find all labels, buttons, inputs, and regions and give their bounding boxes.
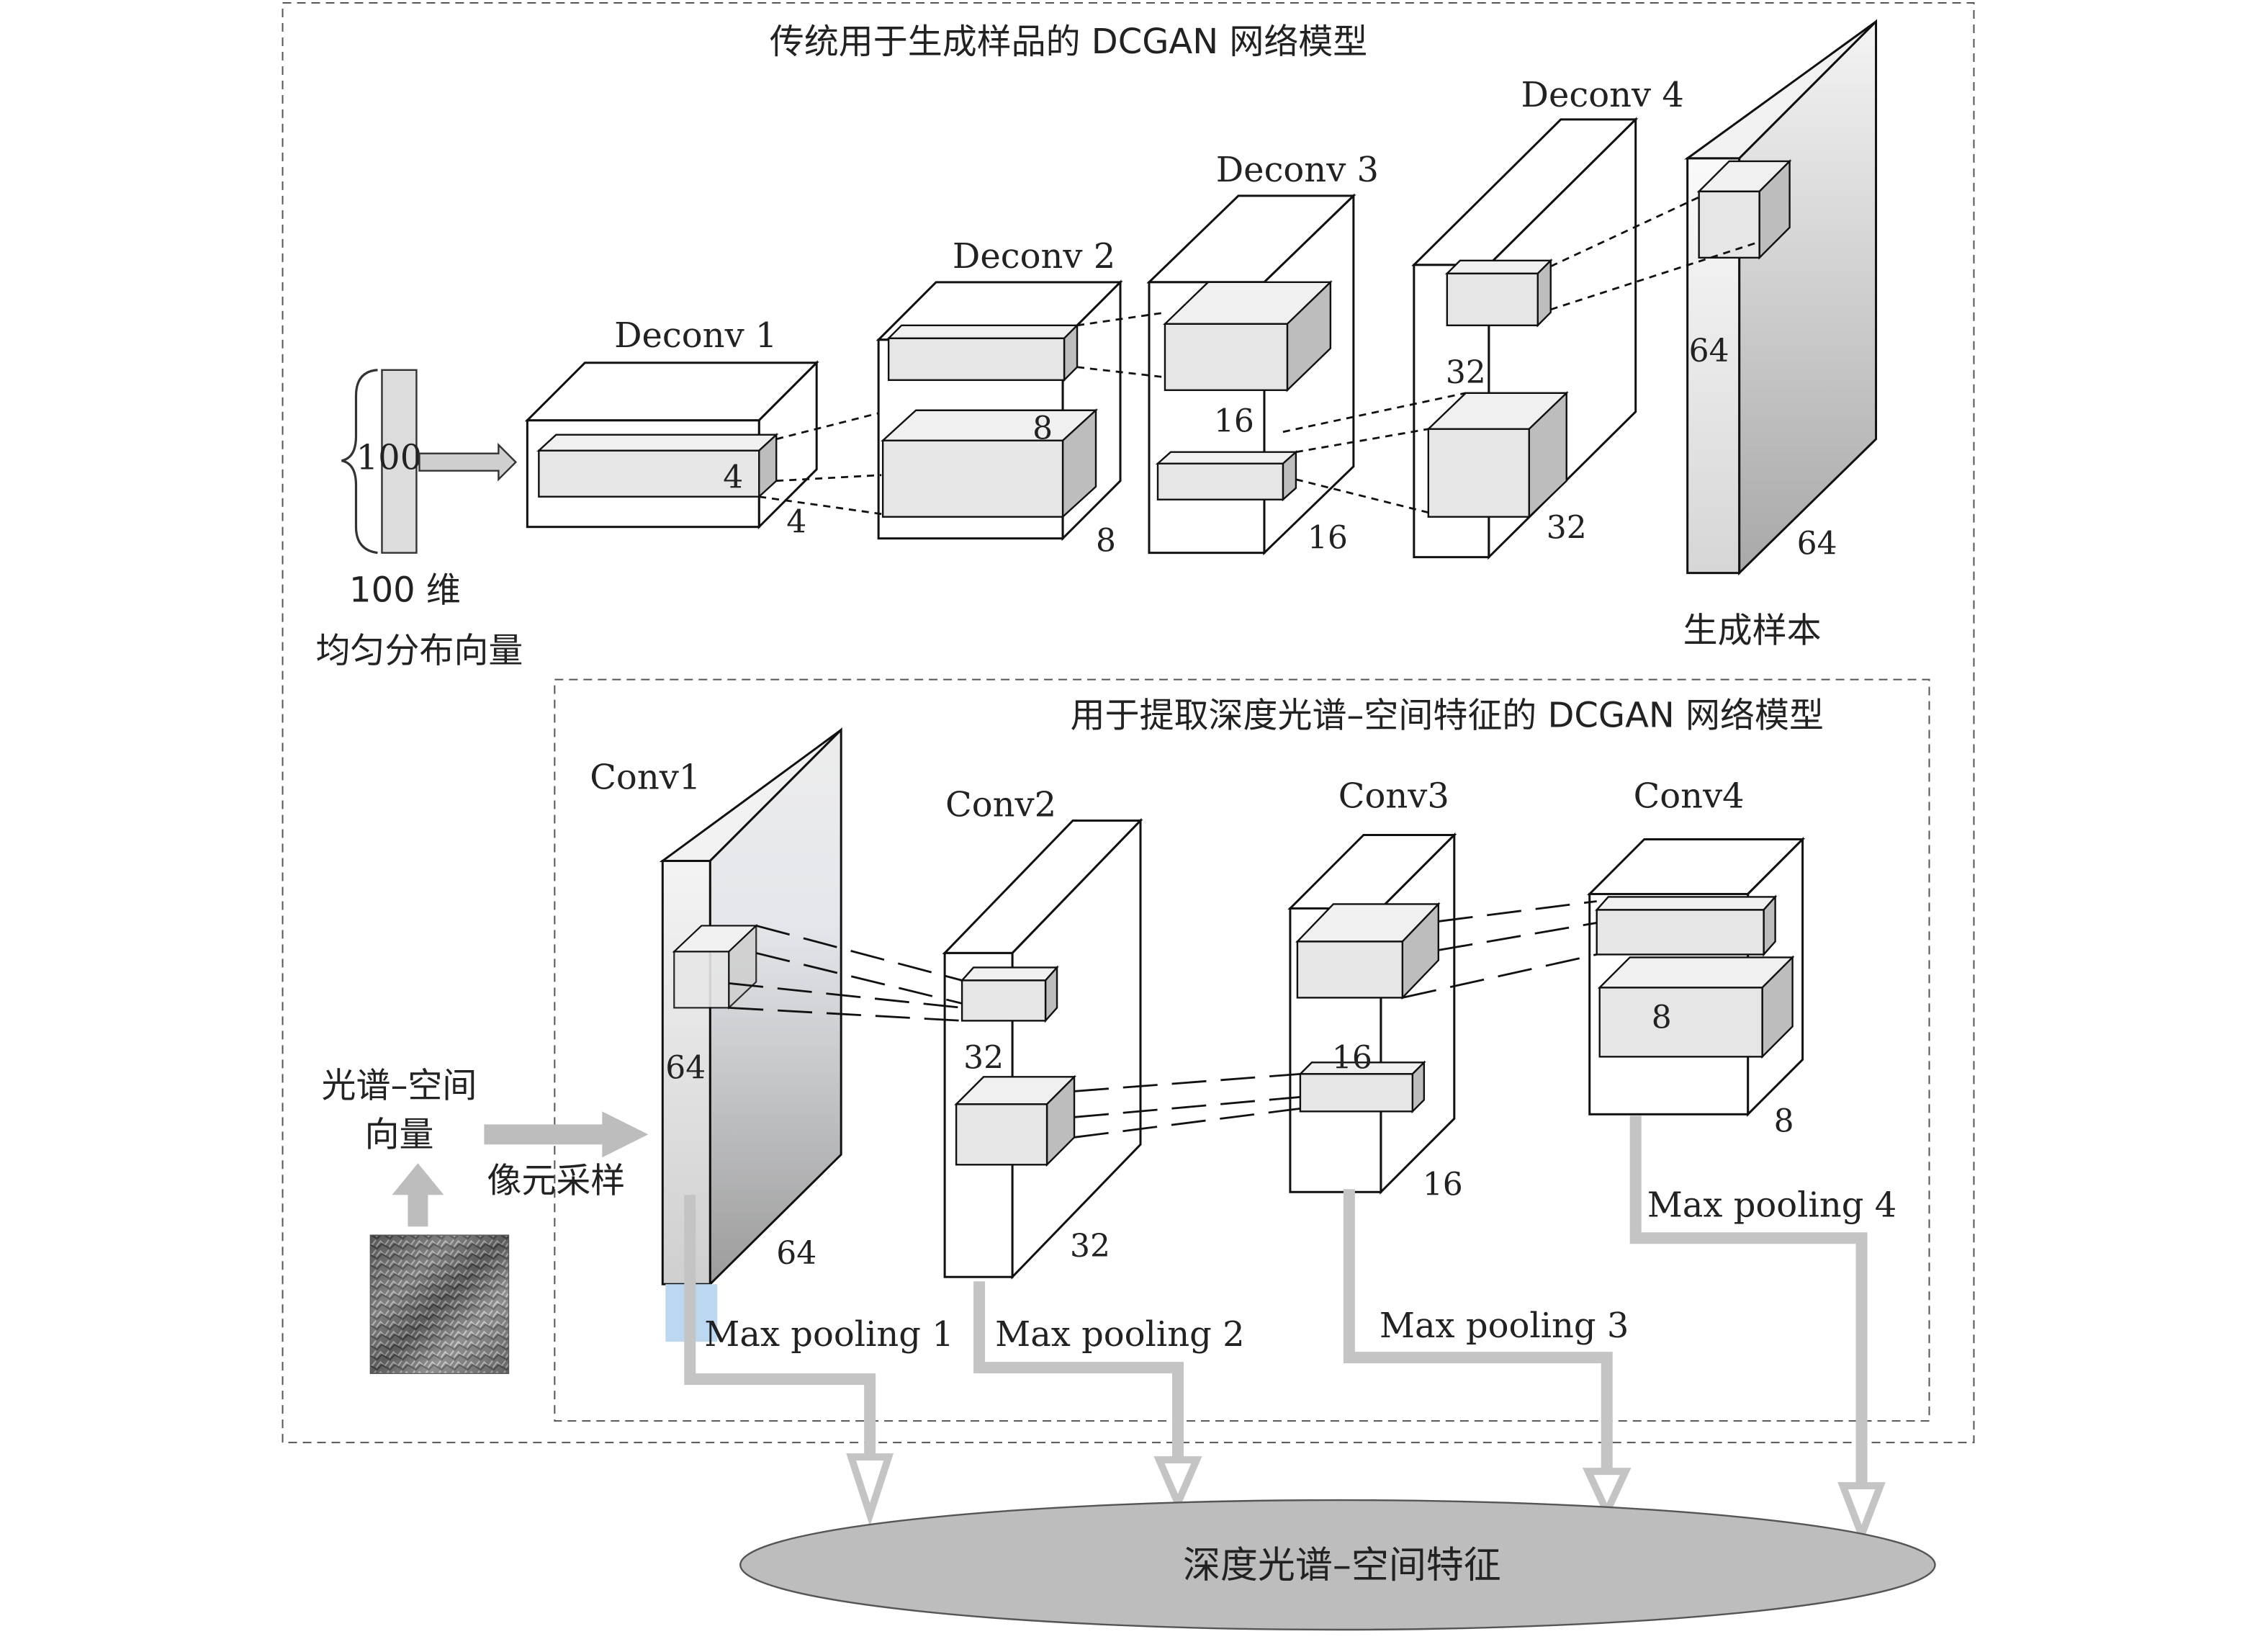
- pool2-label: Max pooling 2: [995, 1314, 1245, 1355]
- conv4-kernel-label: 8: [1652, 999, 1672, 1036]
- deconv1-kernel-label: 4: [723, 459, 743, 496]
- deconv3-name: Deconv 3: [1216, 150, 1379, 190]
- pool4-path: [1629, 1115, 1868, 1486]
- input-brace: [341, 369, 378, 555]
- pool2-path: [973, 1281, 1184, 1460]
- conv3-layer: [1287, 832, 1457, 1195]
- spectral-input-label-line2: 向量: [364, 1114, 433, 1154]
- deconv2-size-label: 8: [1096, 523, 1116, 560]
- deep-feature-label: 深度光谱–空间特征: [1183, 1544, 1501, 1587]
- deconv1-layer: [524, 360, 819, 530]
- sampling-label: 像元采样: [487, 1160, 625, 1200]
- input-caption-line1: 100 维: [349, 570, 461, 611]
- pool3-label: Max pooling 3: [1380, 1306, 1629, 1346]
- deconv2-name: Deconv 2: [953, 236, 1115, 277]
- deconv2-layer: [876, 279, 1123, 542]
- input-size-label: 100: [356, 438, 423, 478]
- output-size-label: 64: [1797, 526, 1837, 562]
- sampling-arrow: [484, 1111, 649, 1158]
- pooling-paths: [684, 1115, 1868, 1486]
- bottom-connectors: [729, 900, 1598, 1139]
- input-caption-line2: 均匀分布向量: [316, 631, 523, 671]
- conv1-name: Conv1: [590, 758, 701, 798]
- deconv3-layer: [1146, 193, 1356, 556]
- deconv2-kernel-label: 8: [1032, 410, 1053, 447]
- deconv1-size-label: 4: [786, 504, 806, 541]
- deconv4-kernel-label: 32: [1446, 354, 1486, 391]
- conv4-layer: [1587, 836, 1806, 1117]
- pool4-label: Max pooling 4: [1647, 1185, 1897, 1225]
- bottom-section-title: 用于提取深度光谱–空间特征的 DCGAN 网络模型: [1071, 696, 1824, 736]
- spectral-input-label-line1: 光谱–空间: [322, 1065, 477, 1105]
- image-up-arrow: [392, 1163, 444, 1227]
- deep-feature-ellipse: [739, 1499, 1936, 1631]
- top-section-frame: [282, 1, 1975, 1444]
- conv3-size-label: 16: [1423, 1166, 1463, 1203]
- top-connectors: [759, 196, 1760, 516]
- input-vector: 100 100 维 均匀分布向量: [316, 369, 523, 671]
- bottom-section-frame: [554, 678, 1930, 1422]
- input-vector-bar: [381, 369, 418, 554]
- deconv4-size-label: 32: [1547, 510, 1587, 547]
- conv2-name: Conv2: [945, 785, 1056, 825]
- pooling-arrowheads: [846, 1453, 1886, 1545]
- pool1-label: Max pooling 1: [704, 1314, 954, 1355]
- conv2-kernel-label: 32: [963, 1039, 1004, 1076]
- conv3-kernel-label: 16: [1332, 1039, 1372, 1076]
- deconv3-kernel-label: 16: [1214, 403, 1254, 440]
- output-caption: 生成样本: [1683, 611, 1822, 651]
- deconv3-size-label: 16: [1308, 520, 1348, 557]
- deconv1-name: Deconv 1: [614, 315, 777, 356]
- input-arrow: [418, 442, 518, 482]
- conv1-kernel-label: 64: [665, 1049, 706, 1086]
- hyperspectral-image: [369, 1234, 510, 1374]
- output-kernel-label: 64: [1689, 333, 1729, 369]
- conv4-name: Conv4: [1634, 776, 1745, 817]
- pool1-path: [684, 1195, 876, 1458]
- pool3-path: [1343, 1189, 1613, 1472]
- deconv4-layer: [1411, 117, 1639, 560]
- top-section-title: 传统用于生成样品的 DCGAN 网络模型: [770, 22, 1367, 62]
- generated-sample: [1684, 19, 1878, 576]
- conv4-size-label: 8: [1774, 1103, 1794, 1139]
- conv3-name: Conv3: [1338, 776, 1449, 817]
- conv2-size-label: 32: [1070, 1228, 1110, 1265]
- deconv4-name: Deconv 4: [1521, 75, 1684, 115]
- conv1-size-label: 64: [776, 1235, 816, 1272]
